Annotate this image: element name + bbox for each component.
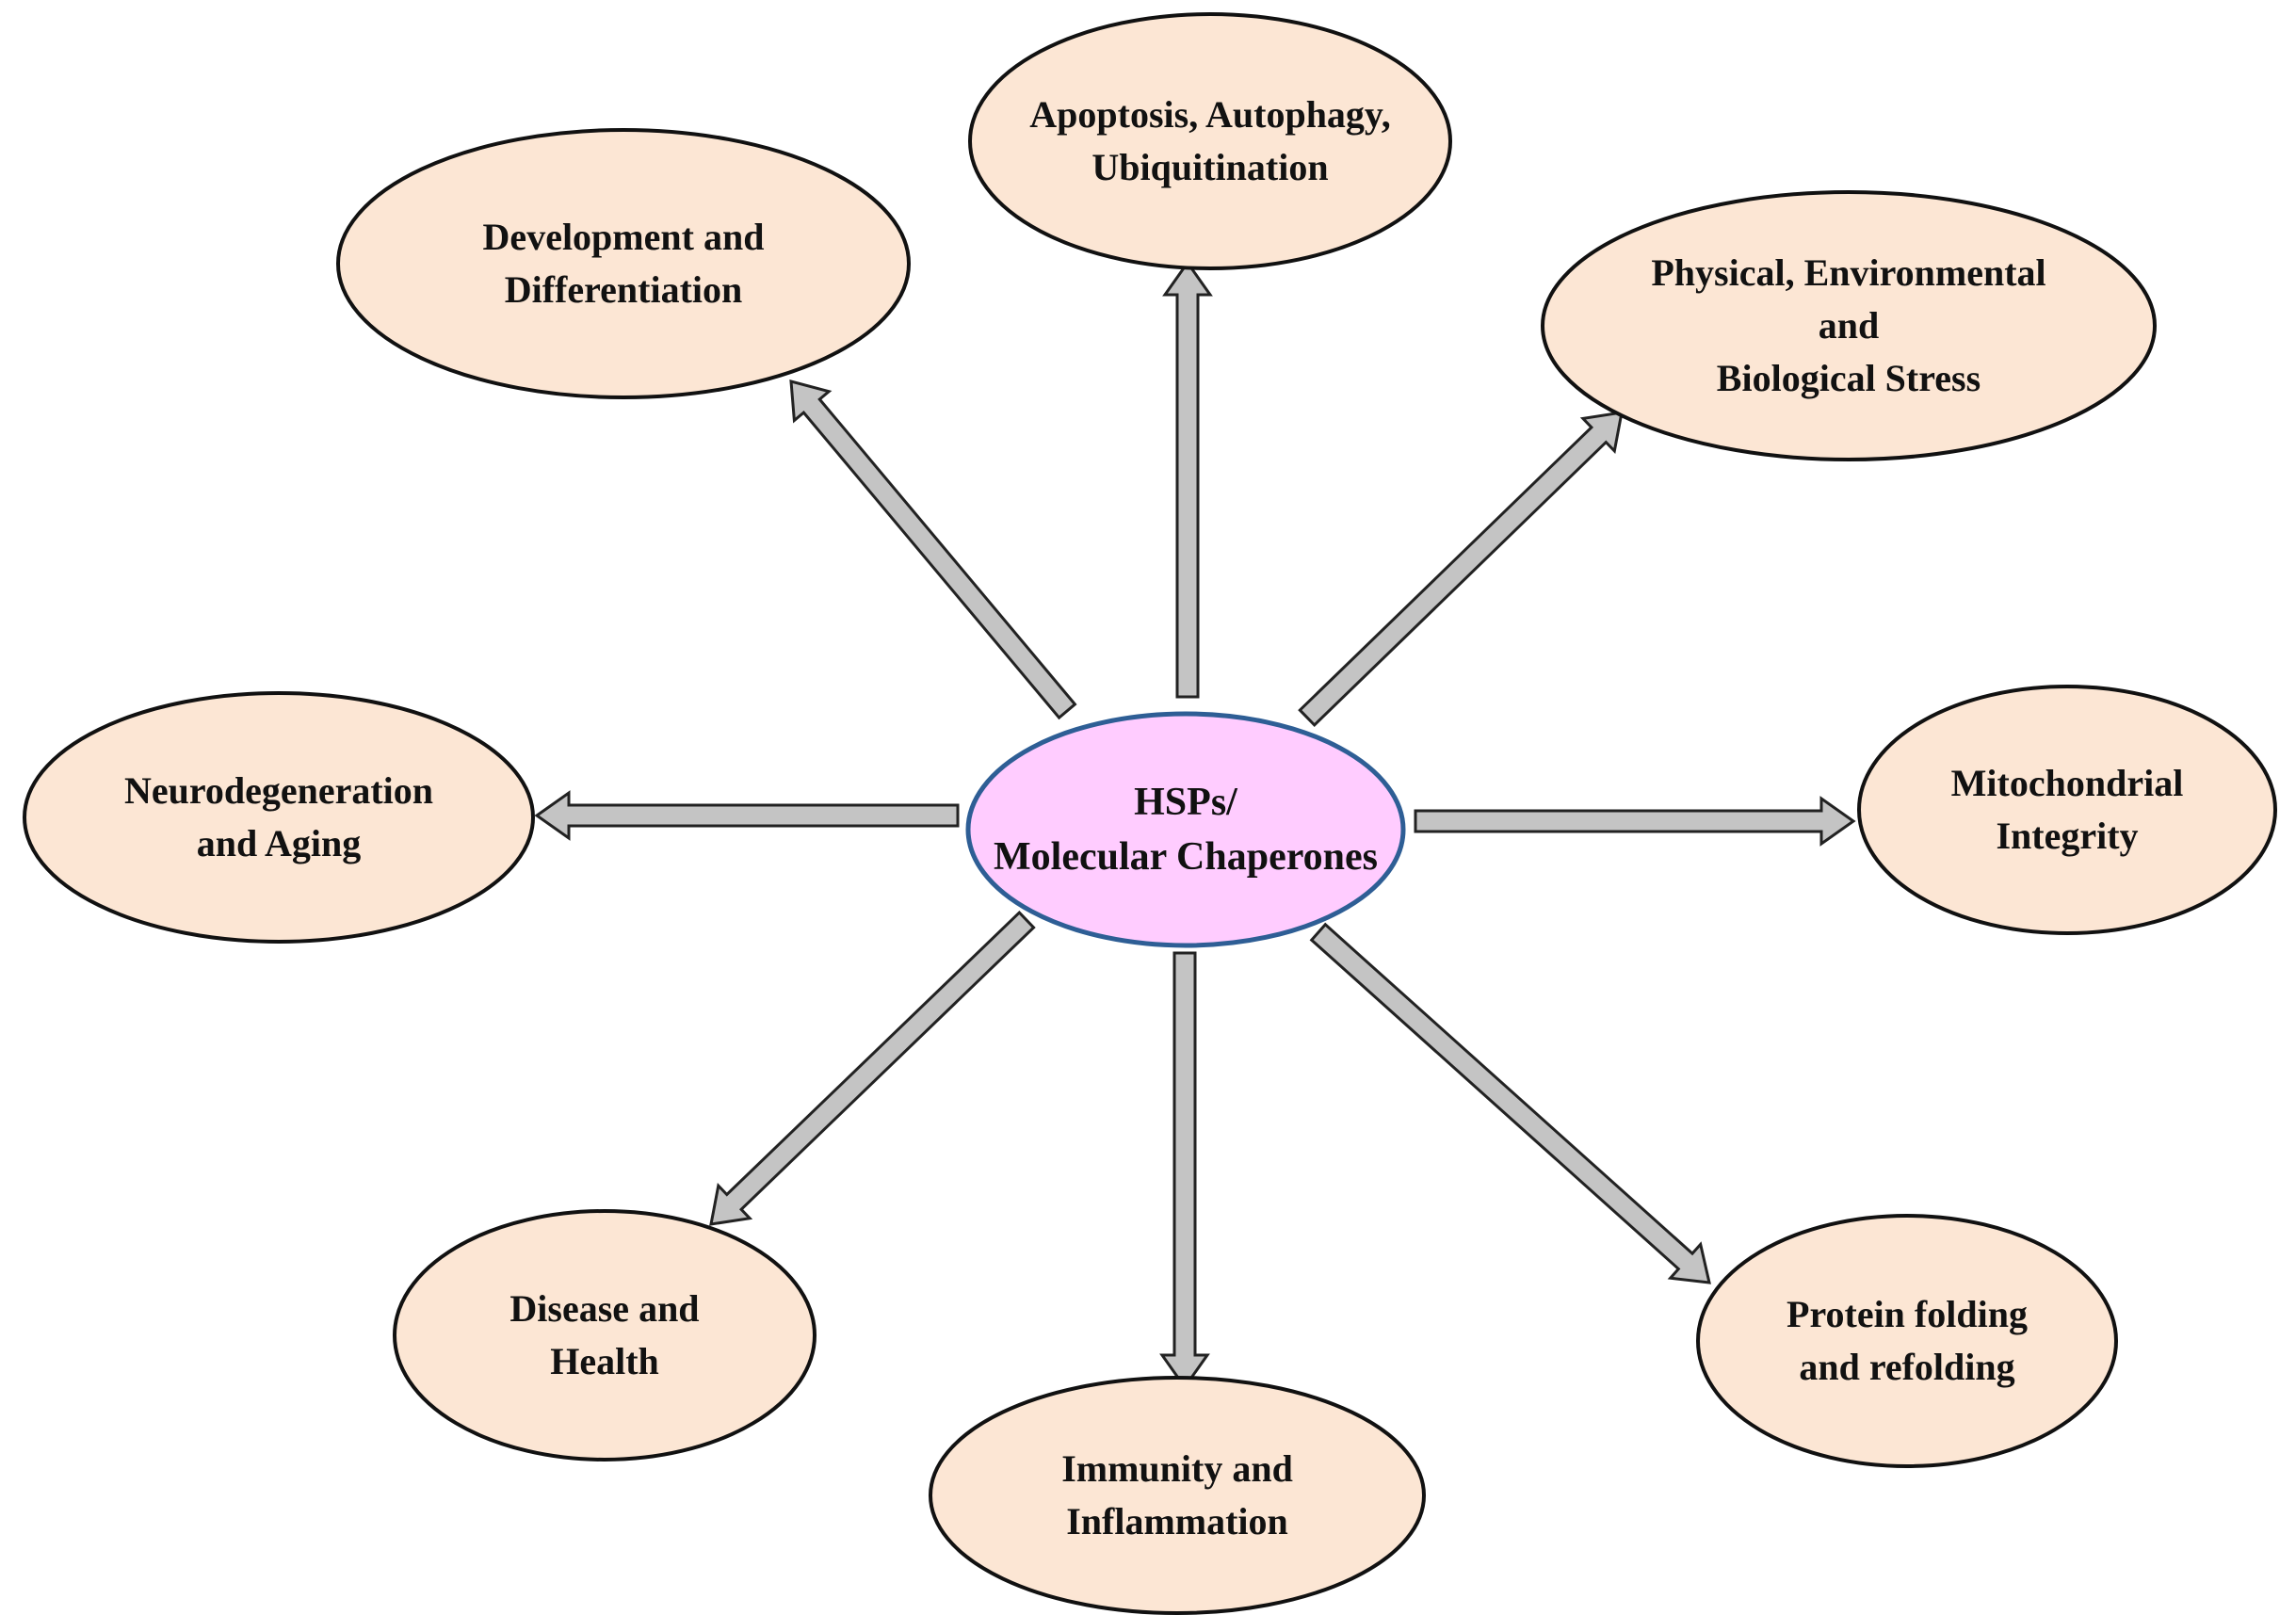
- node-development-label: Development and Differentiation: [482, 216, 765, 311]
- node-disease: Disease and Health: [395, 1211, 815, 1460]
- node-immunity: Immunity and Inflammation: [930, 1378, 1424, 1613]
- center-node-hsps: HSPs/ Molecular Chaperones: [968, 714, 1403, 945]
- arrow-to-apoptosis: [1162, 260, 1213, 699]
- node-mitochondrial-label: Mitochondrial Integrity: [1950, 762, 2184, 857]
- node-neurodegeneration-label: Neurodegeneration and Aging: [123, 769, 434, 864]
- node-mitochondrial: Mitochondrial Integrity: [1859, 686, 2275, 933]
- ellipse-disease: [393, 1209, 817, 1462]
- ellipse-protein: [1696, 1214, 2118, 1468]
- node-protein-label: Protein folding and refolding: [1787, 1293, 2028, 1388]
- node-neurodegeneration: Neurodegeneration and Aging: [24, 693, 533, 942]
- node-development: Development and Differentiation: [338, 130, 909, 397]
- ellipse-mitochondrial: [1857, 685, 2277, 935]
- ellipse-stress: [1541, 190, 2157, 461]
- arrow-to-stress: [1298, 411, 1624, 728]
- arrow-to-neurodegeneration: [534, 790, 960, 841]
- arrows-layer: [534, 260, 1856, 1390]
- node-stress-label: Physical, Environmental and Biological S…: [1651, 251, 2046, 399]
- ellipse-center: [965, 711, 1406, 948]
- node-protein: Protein folding and refolding: [1698, 1216, 2116, 1466]
- arrow-to-development: [789, 380, 1077, 720]
- arrow-to-mitochondrial: [1414, 796, 1856, 847]
- node-disease-label: Disease and Health: [509, 1287, 700, 1382]
- node-apoptosis: Apoptosis, Autophagy, Ubiquitination: [970, 14, 1450, 268]
- node-immunity-label: Immunity and Inflammation: [1061, 1447, 1293, 1542]
- ellipse-development: [336, 128, 911, 399]
- ellipse-apoptosis: [968, 12, 1452, 270]
- arrow-to-immunity: [1159, 951, 1210, 1390]
- ellipses-layer: [23, 12, 2277, 1615]
- center-node-label: HSPs/ Molecular Chaperones: [994, 781, 1378, 879]
- ellipse-neurodegeneration: [23, 691, 535, 944]
- ellipse-immunity: [929, 1376, 1426, 1615]
- arrow-to-disease: [709, 910, 1036, 1226]
- arrow-to-protein: [1309, 922, 1711, 1284]
- node-apoptosis-label: Apoptosis, Autophagy, Ubiquitination: [1029, 93, 1391, 188]
- node-stress: Physical, Environmental and Biological S…: [1543, 192, 2155, 460]
